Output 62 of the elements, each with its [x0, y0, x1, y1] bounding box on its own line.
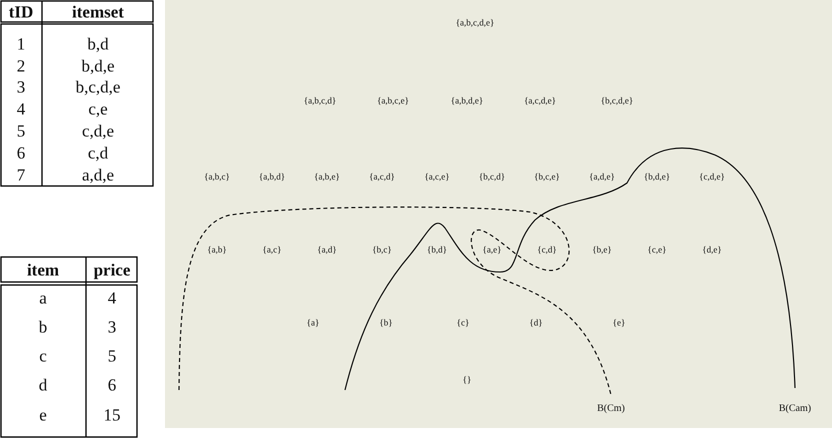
table-cell: 6: [108, 376, 116, 394]
itemset-label: {a,e}: [482, 246, 502, 254]
itemset-label: {b,c}: [372, 246, 392, 254]
table-cell: 7: [16, 166, 26, 184]
itemset-label: {a,c}: [262, 246, 282, 254]
itemset-label: {a,b,c,d,e}: [456, 18, 494, 28]
table-cell: 3: [108, 318, 116, 336]
itemset-label: {c,d}: [537, 246, 557, 254]
itemset-label: {a,b,d,e}: [450, 96, 484, 106]
itemset-label: {b,c,d,e}: [600, 96, 634, 106]
table-cell: 4: [108, 290, 116, 306]
itemset-label: {b,e}: [592, 246, 612, 254]
itemset-label: {c,d,e}: [699, 172, 725, 182]
table-cell: d: [38, 376, 48, 394]
table-cell: 4: [16, 100, 26, 118]
itemset-label: {d}: [529, 318, 543, 328]
table-cell: c,d: [88, 144, 108, 162]
table-cell: b,d: [87, 36, 109, 52]
table-cell: 3: [16, 78, 26, 96]
table-cell: a: [39, 290, 47, 306]
itemset-label: {c,e}: [648, 246, 666, 254]
table-cell: c,d,e: [82, 122, 114, 140]
itemset-label: {b}: [379, 318, 393, 328]
table-cell: 15: [104, 406, 120, 424]
table-cell: 6: [16, 144, 26, 162]
itemset-label: {a,c,d,e}: [524, 96, 556, 106]
itemset-label: {b,c,d}: [478, 172, 506, 182]
border-label: B(Cam): [778, 404, 812, 414]
table-cell: b,c,d,e: [76, 78, 120, 96]
table-cell: 5: [16, 122, 26, 140]
itemset-label: {a,c,e}: [424, 172, 450, 182]
itemset-label: {d,e}: [702, 246, 722, 254]
itemset-label: {a,b}: [207, 246, 227, 254]
itemset-label: {a,b,c,d}: [304, 96, 336, 106]
itemset-label: {a,d}: [317, 246, 337, 254]
itemset-label: {a,c,d}: [369, 172, 395, 182]
table-cell: b,d,e: [81, 58, 115, 74]
table-cell: 1: [16, 36, 26, 52]
itemset-label: {}: [462, 376, 472, 384]
border-label: B(Cm): [597, 404, 625, 414]
itemset-label: {a,b,d}: [258, 172, 286, 182]
itemset-label: {c}: [456, 318, 470, 328]
itemset-label: {a}: [306, 318, 320, 328]
table-header: item: [26, 262, 60, 278]
table-cell: b: [38, 318, 48, 336]
itemset-label: {b,d,e}: [644, 172, 670, 182]
itemset-label: {a,b,c}: [204, 172, 230, 182]
itemset-label: {a,b,e}: [314, 172, 340, 182]
table-cell: c,e: [88, 100, 108, 118]
table-header: itemset: [72, 4, 124, 20]
table-header: tID: [8, 4, 34, 20]
table-cell: a,d,e: [82, 166, 114, 184]
table-cell: 5: [108, 348, 116, 364]
itemset-label: {b,d}: [427, 246, 447, 254]
table-cell: 2: [16, 58, 26, 74]
itemset-label: {e}: [612, 318, 626, 328]
itemset-label: {a,b,c,e}: [377, 96, 409, 106]
table-cell: e: [39, 406, 47, 424]
table-cell: c: [39, 348, 47, 364]
table-header: price: [94, 262, 130, 278]
itemset-label: {a,d,e}: [589, 172, 615, 182]
itemset-label: {b,c,e}: [534, 172, 560, 182]
